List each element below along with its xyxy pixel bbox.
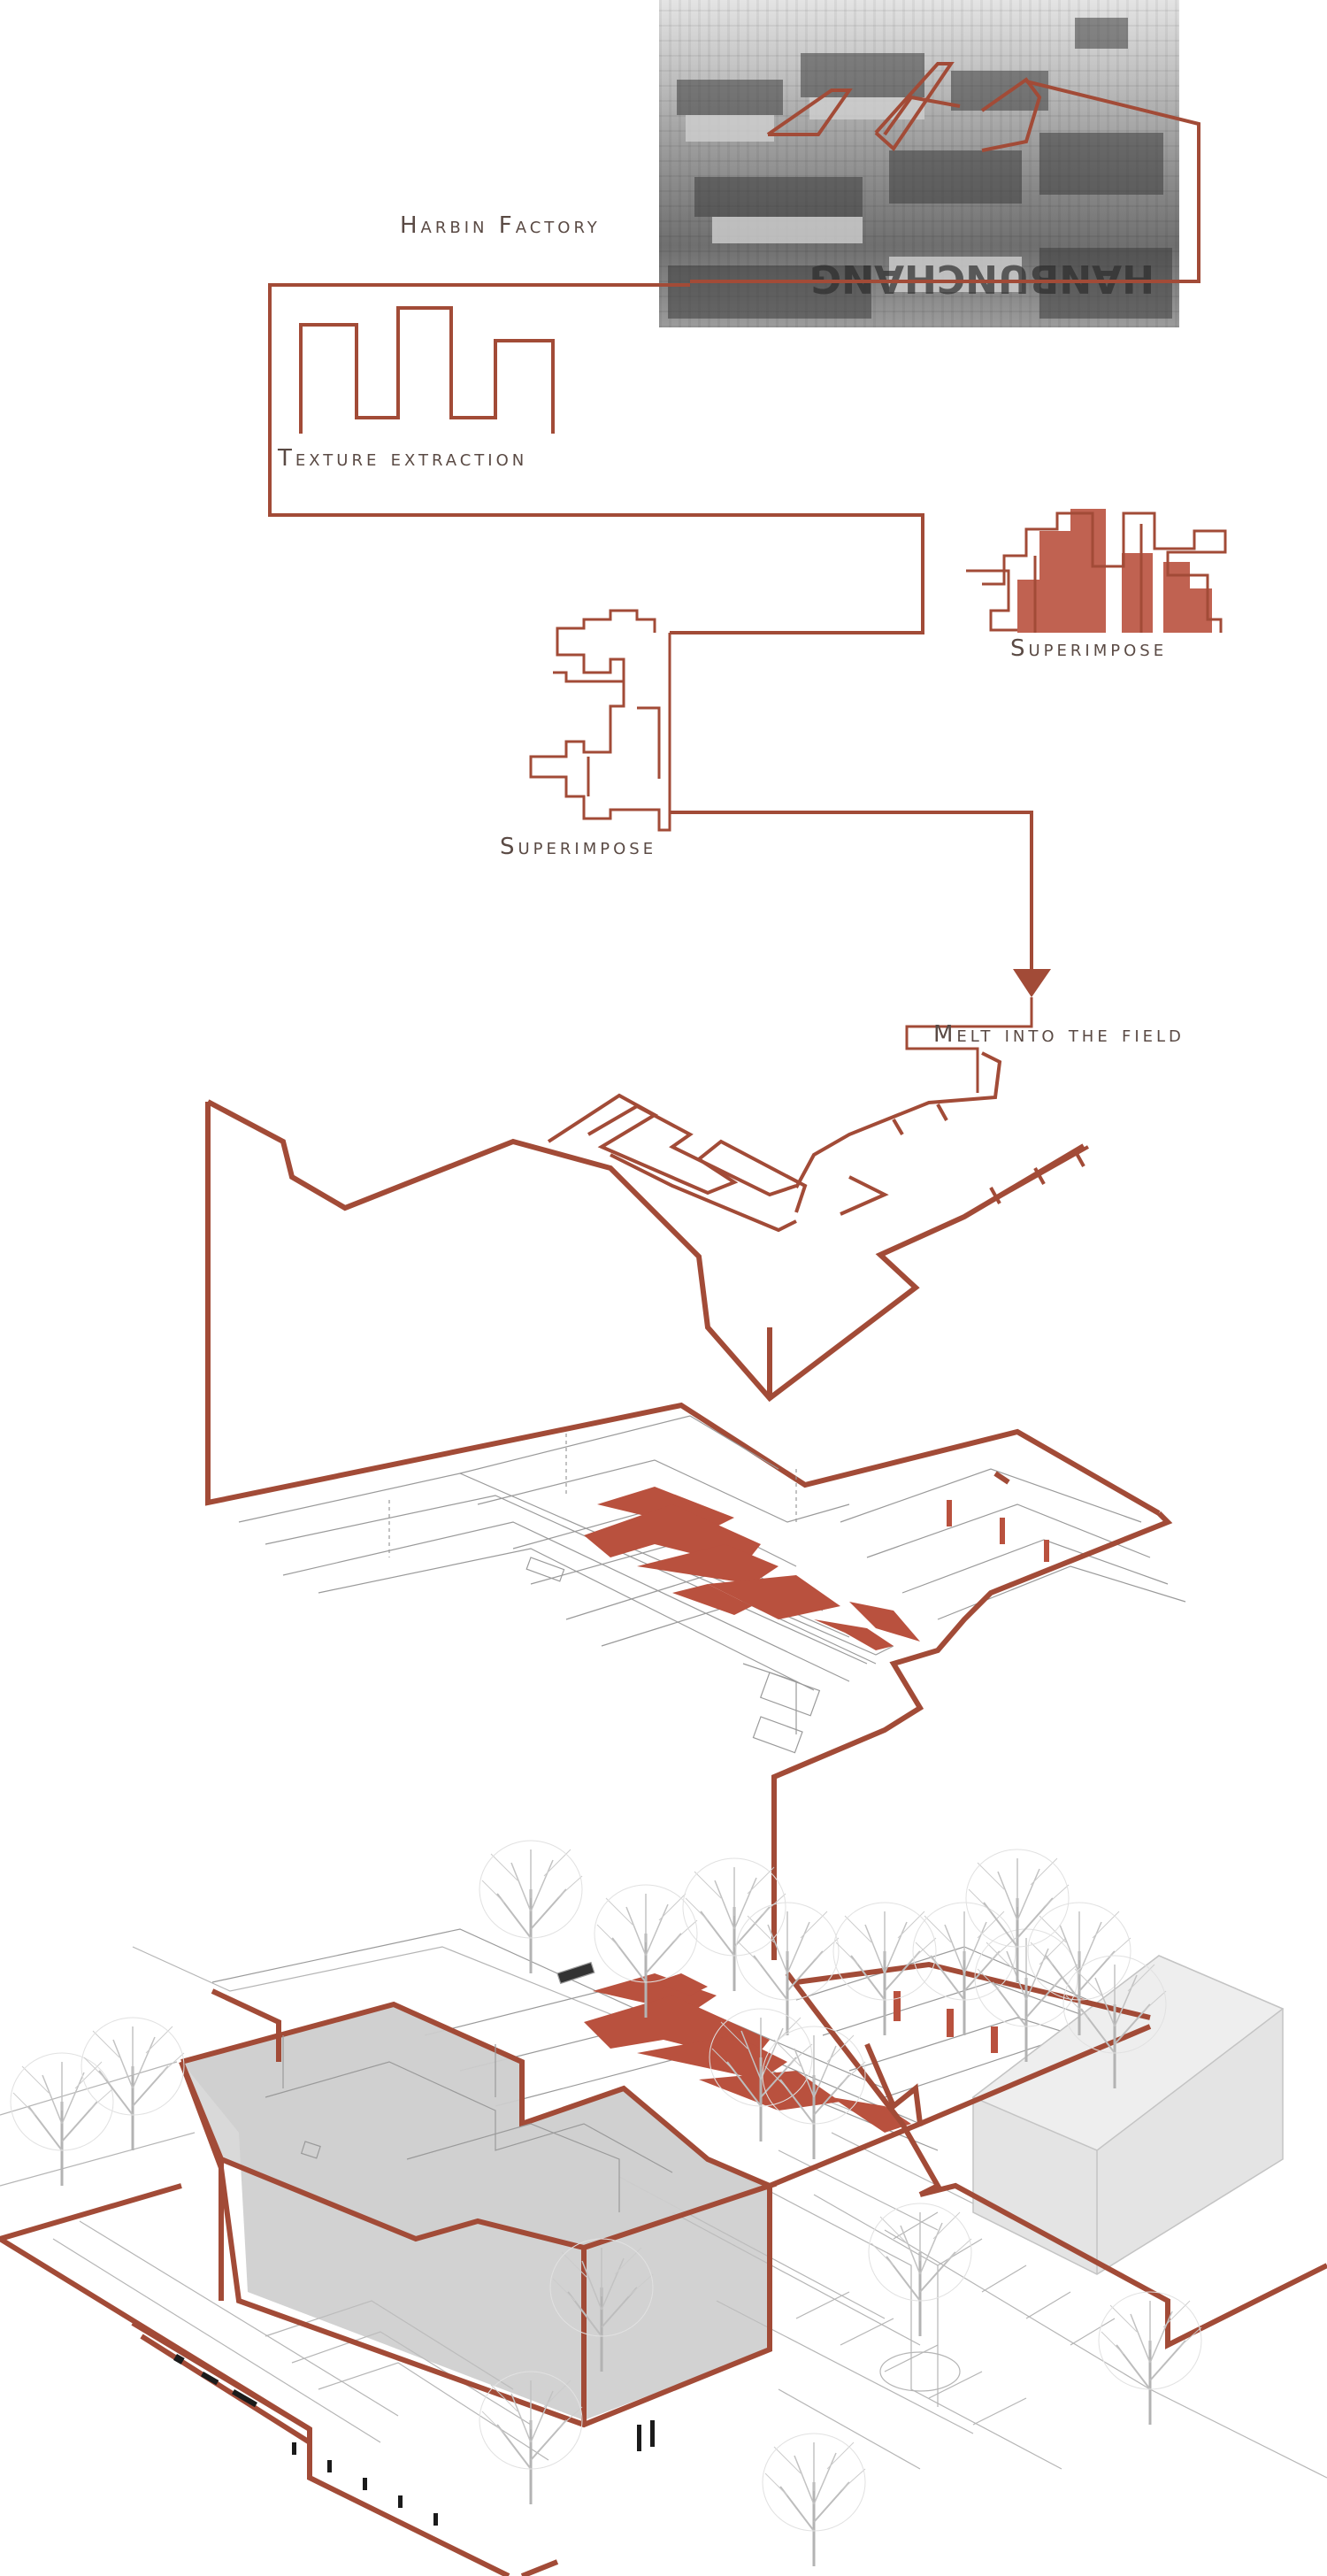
mid-level-red-fill	[584, 1487, 1049, 1650]
melt-bracket	[905, 997, 1033, 1093]
mid-level-outline	[771, 1471, 1173, 1960]
new-building-volume	[179, 2001, 778, 2428]
label-texture-extraction: Texture extraction	[278, 445, 528, 472]
field-outline	[205, 1099, 1161, 1516]
field-inner-traces	[547, 1051, 1089, 1233]
photo-roof-trace	[690, 62, 1200, 283]
label-harbin-factory: Harbin Factory	[400, 212, 601, 239]
texture-profile	[299, 306, 555, 434]
site-boundary	[0, 1961, 1327, 2576]
connector-path	[268, 283, 924, 634]
existing-building-volume	[971, 1955, 1285, 2275]
harbin-factory-photo: HANBUNCHANG	[659, 0, 1179, 327]
arrowhead-down	[1013, 969, 1051, 997]
upper-site-red-fill	[584, 1973, 998, 2133]
photo-sign-text: HANBUNCHANG	[809, 256, 1154, 301]
site-small-marks	[173, 2354, 655, 2526]
label-superimpose-right: Superimpose	[1010, 635, 1168, 662]
label-melt-into-field: Melt into the field	[933, 1021, 1185, 1048]
label-superimpose-center: Superimpose	[500, 834, 657, 860]
superimpose-right-graphic	[966, 509, 1227, 633]
connector-to-melt	[670, 811, 1033, 973]
superimpose-center-graphic	[529, 609, 671, 832]
